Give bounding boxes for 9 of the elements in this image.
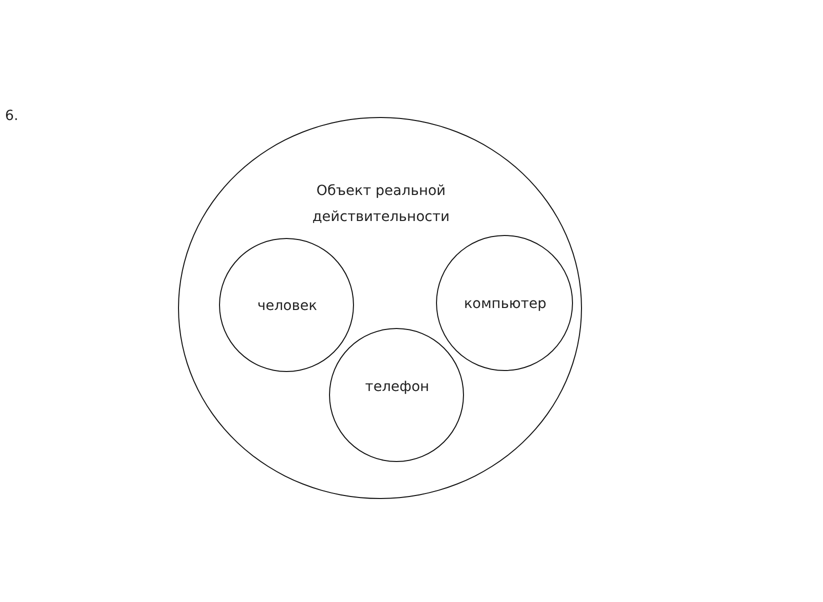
circle bbox=[328, 328, 464, 462]
circle bbox=[218, 238, 354, 372]
circle bbox=[436, 234, 573, 371]
circle-label: человек bbox=[256, 296, 318, 316]
task-number: 6. bbox=[5, 108, 18, 124]
circle-label: Объект реальной действительности bbox=[311, 182, 451, 227]
circle-label: телефон bbox=[364, 378, 430, 397]
circle-label: компьютер bbox=[462, 294, 548, 314]
circle bbox=[178, 117, 582, 499]
